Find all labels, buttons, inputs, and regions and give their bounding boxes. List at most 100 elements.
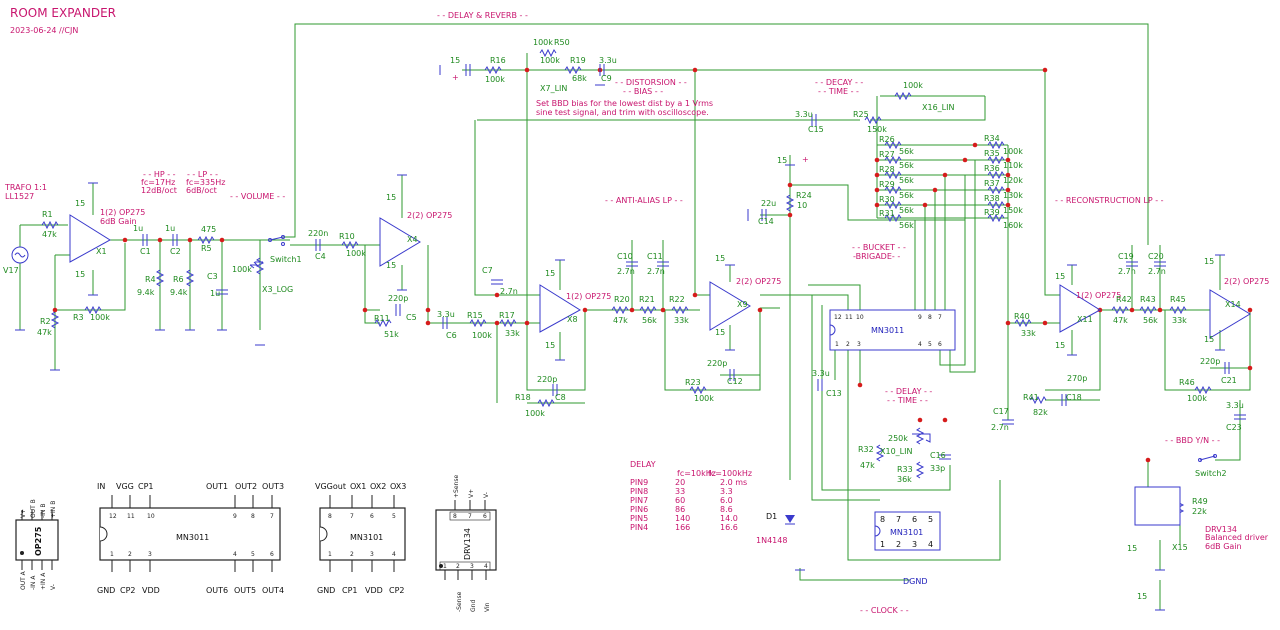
r23-ref: R23 (685, 378, 701, 387)
drv-vminus: 15 (1137, 592, 1147, 601)
r28-value: 56k (899, 176, 914, 185)
delay-row-pin: PIN4 (630, 523, 648, 532)
r26-ref: R26 (879, 135, 895, 144)
x1-name: X1 (96, 247, 107, 256)
r1-value: 47k (42, 230, 57, 239)
dgnd-label: DGND (903, 577, 928, 586)
c17-value: 2.7n (991, 423, 1009, 432)
c5-ref: C5 (406, 313, 417, 322)
r40-value: 33k (1021, 329, 1036, 338)
r11-value: 51k (384, 330, 399, 339)
delay-table-row: PIN9 20 2.0 ms (630, 478, 747, 487)
x8-vplus: 15 (545, 269, 555, 278)
drv134-pin-label: V+ (468, 489, 475, 498)
r50-value: 100k (533, 38, 553, 47)
trafo-label: TRAFO 1:1 (4, 183, 47, 192)
x15-ref: X15 (1172, 543, 1188, 552)
mn3011-fp-pin: 11 (127, 513, 135, 520)
drv134-pin-label: Vin (484, 602, 491, 612)
footprint-op275: V+ OUT B -IN B +IN B OUT A -IN A +IN A V… (15, 499, 59, 590)
x16-ref: X16_LIN (922, 103, 954, 112)
r4-ref: R4 (145, 275, 156, 284)
lp-slope: 6dB/oct (186, 186, 217, 195)
trafo-part: LL1527 (5, 192, 34, 201)
opamp-x8-icon (539, 284, 581, 333)
r29-value: 56k (899, 191, 914, 200)
mn3011-fp-pin: 9 (233, 513, 237, 520)
mn3101-pin-2: 2 (896, 540, 901, 549)
mn3101-fp-pin: 1 (328, 551, 332, 558)
hp-fc: fc=17Hz (141, 178, 175, 187)
mn3011-pin-10: 10 (856, 314, 864, 321)
r27-ref: R27 (879, 150, 895, 159)
x11-vplus: 15 (1055, 272, 1065, 281)
mn3101-bottom-label: VDD (365, 586, 383, 595)
delay-table-col-a: fc=10kHz (677, 469, 716, 478)
op275-pin-label: +IN A (40, 572, 47, 590)
mn3101-pin-8: 8 (880, 515, 885, 524)
r34-ref: R34 (984, 134, 1000, 143)
x14-part: 2(2) OP275 (1224, 277, 1269, 286)
c21-ref: C21 (1221, 376, 1237, 385)
x14-vminus: 15 (1204, 335, 1214, 344)
delay-table-row: PIN5 140 14.0 (630, 514, 738, 523)
mn3011-pin-8: 8 (928, 314, 932, 321)
r2-ref: R2 (40, 317, 51, 326)
r10-ref: R10 (339, 232, 355, 241)
delay-row-pin: PIN8 (630, 487, 648, 496)
delay-table: DELAY fc=10kHz fc=100kHz PIN9 20 2.0 ms … (630, 460, 752, 532)
mn3011-bottom-label: GND (97, 586, 115, 595)
c17-ref: C17 (993, 407, 1009, 416)
d1-ref: D1 (766, 512, 777, 521)
r16-ref: R16 (490, 56, 506, 65)
drv134-pin-label: V- (483, 492, 490, 498)
drv134-pin-label: -Sense (456, 591, 463, 612)
r45-value: 33k (1172, 316, 1187, 325)
r17-ref: R17 (499, 311, 515, 320)
delay-row-a: 86 (675, 505, 685, 514)
r15-ref: R15 (467, 311, 483, 320)
delay-row-a: 33 (675, 487, 685, 496)
section-bbd-yn: - - BBD Y/N - - (1165, 436, 1220, 445)
c7-ref: C7 (482, 266, 493, 275)
mn3011-bottom-label: OUT5 (234, 586, 256, 595)
r2-value: 47k (37, 328, 52, 337)
c20-value: 2.7n (1148, 267, 1166, 276)
c4-ref: C4 (315, 252, 326, 261)
r21-value: 56k (642, 316, 657, 325)
drv-desc: Balanced driver (1205, 533, 1269, 542)
r5-value: 475 (201, 225, 216, 234)
mn3101-pin-5: 5 (928, 515, 933, 524)
delay-row-b: 16.6 (720, 523, 738, 532)
x9-part: 2(2) OP275 (736, 277, 781, 286)
mn3101-pin-4: 4 (928, 540, 933, 549)
mn3011-top-label: IN (97, 482, 105, 491)
footprint-mn3011: IN VGG CP1 OUT1 OUT2 OUT3 12 11 10 9 8 7… (97, 482, 284, 595)
mn3011-top-label: OUT1 (206, 482, 228, 491)
mn3011-pin-5: 5 (928, 341, 932, 348)
c23-value: 3.3u (1226, 401, 1244, 410)
delay-row-pin: PIN9 (630, 478, 648, 487)
x4-vplus: 15 (386, 193, 396, 202)
drv134-fp-pin: 7 (468, 513, 472, 520)
mn3011-fp-pin: 10 (147, 513, 155, 520)
section-lp: - - LP - - (187, 170, 218, 179)
c18-ref: C18 (1066, 393, 1082, 402)
c16-ref: C16 (930, 451, 946, 460)
delay-row-a: 140 (675, 514, 690, 523)
mn3101-pin-3: 3 (912, 540, 917, 549)
drv134-footprint-name: DRV134 (463, 528, 472, 560)
c16-value: 33p (930, 464, 945, 473)
c14-ref: C14 (758, 217, 774, 226)
r18-value: 100k (525, 409, 545, 418)
op275-pin-label: V- (50, 584, 57, 590)
r25-value: 150k (867, 125, 887, 134)
r35-ref: R35 (984, 149, 1000, 158)
footprint-drv134: +Sense V+ V- 8 7 6 1 2 3 4 DRV134 -Sense… (435, 475, 497, 612)
r15-value: 100k (472, 331, 492, 340)
mn3101-fp-pin: 2 (350, 551, 354, 558)
mn3011-pin-1: 1 (835, 341, 839, 348)
mn3101-top-label: VGGout (315, 482, 346, 491)
r24-ref: R24 (796, 191, 812, 200)
c2-value: 1u (165, 224, 175, 233)
